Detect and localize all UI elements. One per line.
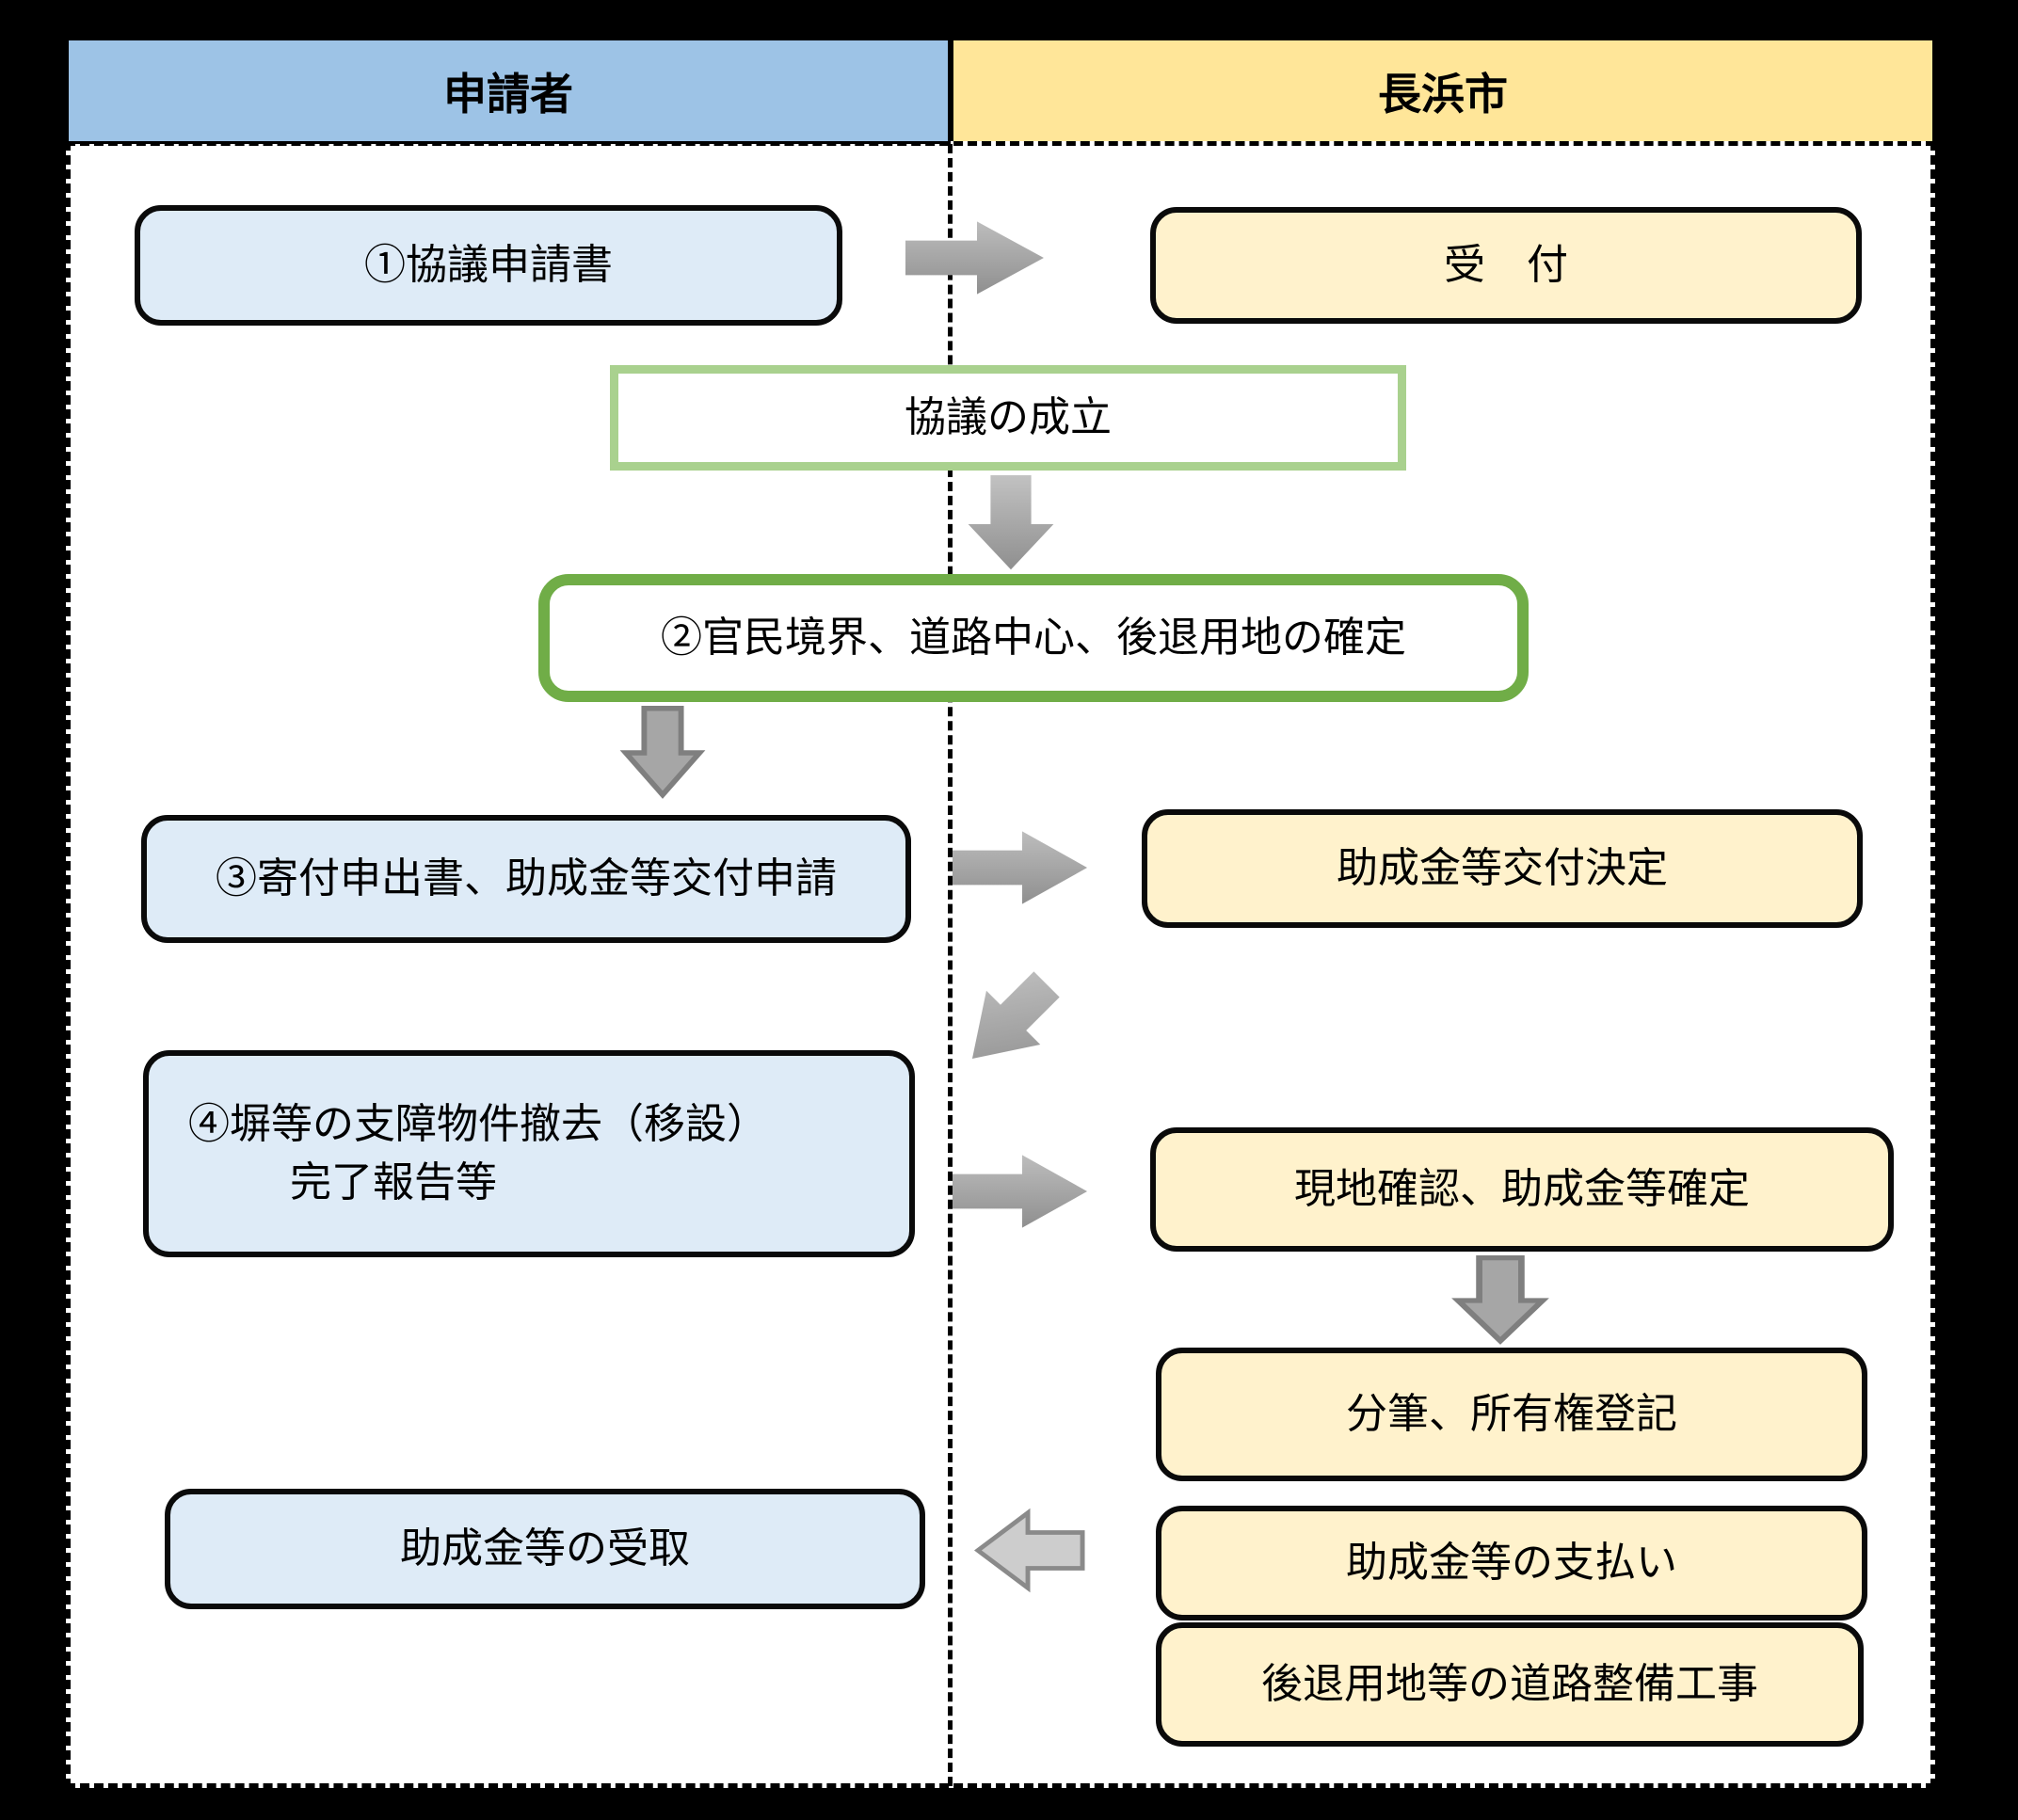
header-city: 長浜市 — [951, 38, 1935, 141]
box-step2-label: ②官民境界、道路中心、後退用地の確定 — [661, 615, 1406, 662]
box-registration-label: 分筆、所有権登記 — [1346, 1391, 1677, 1438]
arrow-right-icon — [953, 1148, 1092, 1235]
arrow-down-left-icon — [946, 958, 1073, 1085]
box-step3-label: ③寄付申出書、助成金等交付申請 — [216, 855, 837, 902]
arrow-left-icon — [974, 1506, 1085, 1595]
box-subdivision-registration: 分筆、所有権登記 — [1156, 1348, 1867, 1481]
box-agreement-established: 協議の成立 — [610, 365, 1406, 471]
box-agreement-label: 協議の成立 — [905, 394, 1112, 441]
box-receipt-label: 助成金等の受取 — [400, 1525, 690, 1573]
box-reception-label: 受 付 — [1444, 242, 1568, 289]
box-step4-label-line1: ④塀等の支障物件撤去（移設） — [188, 1101, 768, 1148]
arrow-right-icon — [905, 215, 1049, 301]
box-step1-label: ①協議申請書 — [364, 242, 613, 289]
box-step2-boundary-determination: ②官民境界、道路中心、後退用地の確定 — [538, 574, 1529, 702]
box-grant-payment: 助成金等の支払い — [1156, 1506, 1867, 1620]
box-site-confirmation: 現地確認、助成金等確定 — [1150, 1127, 1894, 1252]
box-step4-obstacle-removal-report: ④塀等の支障物件撤去（移設） 完了報告等 — [143, 1050, 915, 1257]
arrow-right-icon — [953, 824, 1092, 911]
box-payment-label: 助成金等の支払い — [1346, 1540, 1677, 1587]
arrow-down-icon — [617, 706, 709, 800]
box-site-confirmation-label: 現地確認、助成金等確定 — [1294, 1166, 1750, 1213]
box-grant-decision-label: 助成金等交付決定 — [1337, 845, 1668, 892]
box-reception: 受 付 — [1150, 207, 1862, 324]
box-grant-decision: 助成金等交付決定 — [1142, 809, 1863, 928]
box-road-construction: 後退用地等の道路整備工事 — [1156, 1622, 1864, 1747]
header-applicant-label: 申請者 — [443, 69, 573, 119]
arrow-down-icon — [960, 475, 1062, 573]
header-applicant: 申請者 — [66, 38, 951, 144]
box-step3-donation-grant-application: ③寄付申出書、助成金等交付申請 — [141, 815, 911, 943]
header-city-label: 長浜市 — [1378, 69, 1508, 119]
box-step1-consultation-application: ①協議申請書 — [135, 205, 842, 326]
column-divider — [948, 144, 953, 1786]
arrow-down-icon — [1448, 1255, 1553, 1346]
box-road-construction-label: 後退用地等の道路整備工事 — [1261, 1661, 1758, 1708]
box-step4-label-line2: 完了報告等 — [290, 1159, 497, 1205]
box-grant-receipt: 助成金等の受取 — [165, 1489, 925, 1609]
